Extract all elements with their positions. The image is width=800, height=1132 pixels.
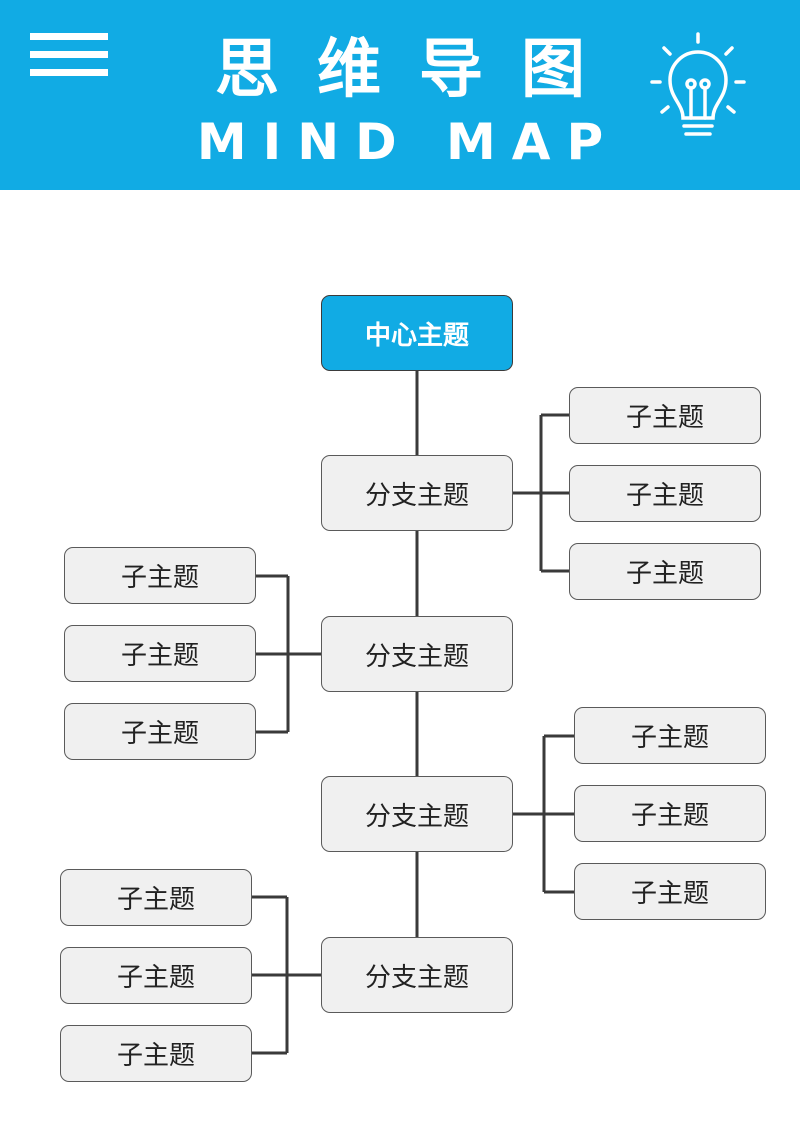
branch-topic-node[interactable]: 分支主题 [321, 776, 513, 852]
subtopic-node[interactable]: 子主题 [60, 1025, 252, 1082]
subtopic-node[interactable]: 子主题 [569, 465, 761, 522]
subtopic-node[interactable]: 子主题 [574, 863, 766, 920]
subtopic-node[interactable]: 子主题 [64, 547, 256, 604]
subtopic-node[interactable]: 子主题 [574, 707, 766, 764]
branch-topic-node[interactable]: 分支主题 [321, 937, 513, 1013]
header-banner: 思维导图 MIND MAP [0, 0, 800, 190]
page-title: 思维导图 [215, 33, 623, 107]
subtopic-node[interactable]: 子主题 [60, 869, 252, 926]
page-subtitle: MIND MAP [196, 113, 620, 171]
subtopic-node[interactable]: 子主题 [64, 703, 256, 760]
branch-topic-node[interactable]: 分支主题 [321, 455, 513, 531]
subtopic-node[interactable]: 子主题 [574, 785, 766, 842]
subtopic-node[interactable]: 子主题 [64, 625, 256, 682]
subtopic-node[interactable]: 子主题 [569, 387, 761, 444]
lightbulb-icon [650, 32, 746, 136]
subtopic-node[interactable]: 子主题 [569, 543, 761, 600]
center-topic-node[interactable]: 中心主题 [321, 295, 513, 371]
branch-topic-node[interactable]: 分支主题 [321, 616, 513, 692]
hamburger-menu-icon[interactable] [30, 33, 108, 77]
subtopic-node[interactable]: 子主题 [60, 947, 252, 1004]
